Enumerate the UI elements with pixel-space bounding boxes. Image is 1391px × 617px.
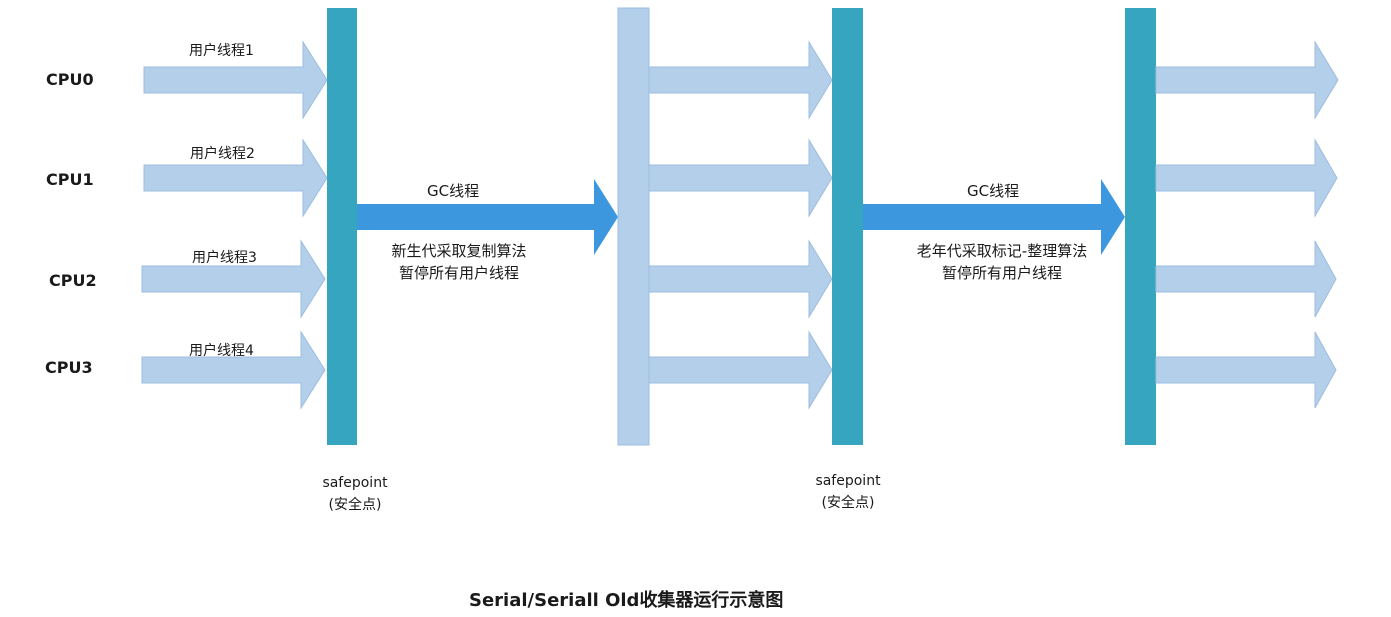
user-thread-label-3: 用户线程3: [192, 250, 257, 266]
user-thread-label-1: 用户线程1: [189, 43, 254, 59]
gc-note-1-line2: 暂停所有用户线程: [398, 264, 519, 282]
light-bar-1: [617, 7, 650, 446]
resumed-arrow-cpu1: [648, 138, 833, 218]
safepoint-label-1-line2: (安全点): [328, 497, 382, 513]
diagram-caption: Serial/Seriall Old收集器运行示意图: [469, 590, 784, 611]
cpu-label-2: CPU2: [49, 271, 97, 290]
final-arrow-cpu2: [1155, 240, 1337, 318]
gc-note-2-line1: 老年代采取标记-整理算法: [916, 242, 1088, 260]
gc-thread-label-2: GC线程: [967, 182, 1020, 200]
safepoint-label-1: safepoint (安全点): [310, 472, 400, 516]
safepoint-bar-3: [1125, 8, 1156, 445]
resumed-arrow-cpu2: [648, 239, 833, 319]
user-thread-arrow-cpu2: [141, 239, 326, 319]
user-thread-arrow-cpu1: [143, 138, 328, 218]
cpu-label-3: CPU3: [45, 358, 93, 377]
gc-note-1-line1: 新生代采取复制算法: [391, 242, 527, 260]
cpu-label-1: CPU1: [46, 170, 94, 189]
gc-note-2-line2: 暂停所有用户线程: [941, 264, 1062, 282]
safepoint-label-1-line1: safepoint: [322, 475, 388, 491]
final-arrow-cpu1: [1155, 138, 1338, 218]
final-arrow-cpu0: [1155, 40, 1339, 120]
user-thread-arrow-cpu0: [143, 40, 328, 120]
safepoint-label-2: safepoint (安全点): [803, 470, 893, 514]
cpu-label-0: CPU0: [46, 70, 94, 89]
safepoint-label-2-line2: (安全点): [821, 495, 875, 511]
gc-note-1: 新生代采取复制算法 暂停所有用户线程: [376, 240, 542, 284]
gc-thread-label-1: GC线程: [427, 182, 480, 200]
resumed-arrow-cpu3: [648, 330, 833, 410]
final-arrow-cpu3: [1155, 331, 1337, 409]
user-thread-label-2: 用户线程2: [190, 146, 255, 162]
safepoint-bar-2: [832, 8, 863, 445]
gc-note-2: 老年代采取标记-整理算法 暂停所有用户线程: [890, 240, 1114, 284]
gc-arrow-2: [863, 179, 1125, 255]
safepoint-label-2-line1: safepoint: [815, 473, 881, 489]
safepoint-bar-1: [327, 8, 357, 445]
gc-arrow-1: [357, 179, 618, 255]
user-thread-arrow-cpu3: [141, 330, 326, 410]
user-thread-label-4: 用户线程4: [189, 343, 254, 359]
resumed-arrow-cpu0: [648, 40, 833, 120]
